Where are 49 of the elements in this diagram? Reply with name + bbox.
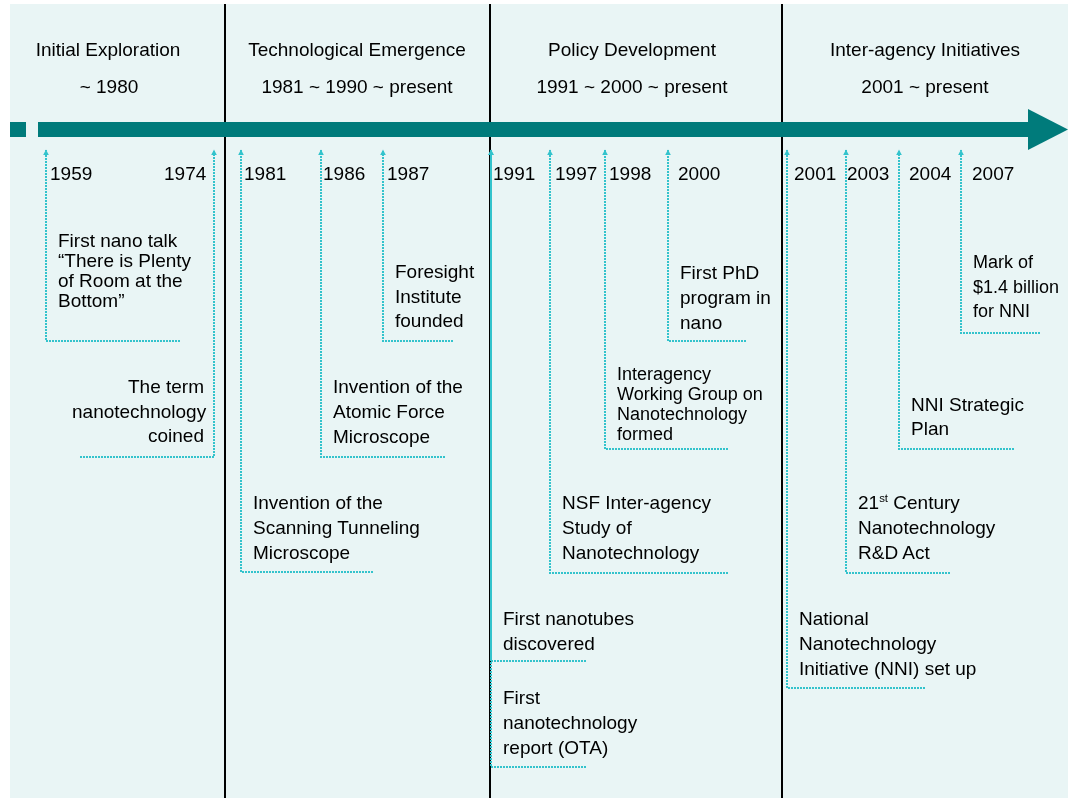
phase-period: 2001 ~ present: [860, 75, 990, 99]
leader-arrow: [43, 149, 181, 342]
leader-arrow: [488, 149, 587, 768]
year-label: 1974: [164, 162, 207, 186]
leader-arrow: [958, 149, 1041, 334]
phase-heading: Inter-agency Initiatives: [828, 38, 1022, 62]
event-text: Foresight Institute founded: [395, 260, 476, 333]
leader-arrow: [238, 149, 374, 573]
year-label: 1998: [609, 162, 652, 186]
event-text: Invention of the Atomic Force Microscope: [333, 375, 464, 449]
event-text: 21$^{st}$ Century Nanotechnology R&D Act: [858, 491, 997, 565]
leader-arrow: [843, 149, 951, 574]
year-label: 1981: [244, 162, 287, 186]
year-label: 2007: [972, 162, 1015, 186]
phase-heading: Technological Emergence: [247, 38, 467, 62]
leader-arrow: [665, 149, 747, 342]
event-text: National Nanotechnology Initiative (NNI) set up: [799, 607, 978, 681]
year-label: 2003: [847, 162, 890, 186]
year-label: 1986: [323, 162, 366, 186]
event-text: First nano talk “There is Plenty of Room at the Bottom”: [58, 231, 193, 311]
leader-arrow: [380, 149, 454, 342]
event-text: Mark of $1.4 billion for NNI: [973, 251, 1061, 323]
year-label: 1997: [555, 162, 598, 186]
event-text: The term nanotechnology coined: [72, 375, 204, 448]
year-label: 1959: [50, 162, 93, 186]
event-text: Interagency Working Group on Nanotechnology formed: [617, 364, 764, 444]
leader-arrow: [79, 149, 217, 458]
year-label: 1987: [387, 162, 430, 186]
timeline-arrow: [10, 108, 1068, 150]
event-text: Invention of the Scanning Tunneling Microscope: [253, 491, 421, 565]
year-label: 2001: [794, 162, 837, 186]
phase-heading: Initial Exploration: [34, 38, 182, 62]
leader-arrow: [896, 149, 1015, 450]
year-label: 2000: [678, 162, 721, 186]
phase-period: 1981 ~ 1990 ~ present: [260, 75, 454, 99]
phase-period: ~ 1980: [78, 75, 140, 99]
year-label: 2004: [909, 162, 952, 186]
leader-arrow: [318, 149, 446, 458]
phase-heading: Policy Development: [547, 38, 717, 62]
leader-arrow: [547, 149, 729, 574]
event-text: First nanotechnology report (OTA): [503, 686, 639, 760]
phase-period: 1991 ~ 2000 ~ present: [535, 75, 729, 99]
event-text: First nanotubes discovered: [503, 607, 635, 656]
year-label: 1991: [493, 162, 536, 186]
event-text: NNI Strategic Plan: [911, 393, 1025, 441]
leader-arrow: [784, 149, 926, 689]
event-text: NSF Inter-agency Study of Nanotechnology: [562, 491, 712, 565]
leader-arrow: [602, 149, 729, 450]
event-text: First PhD program in nano: [680, 261, 772, 335]
